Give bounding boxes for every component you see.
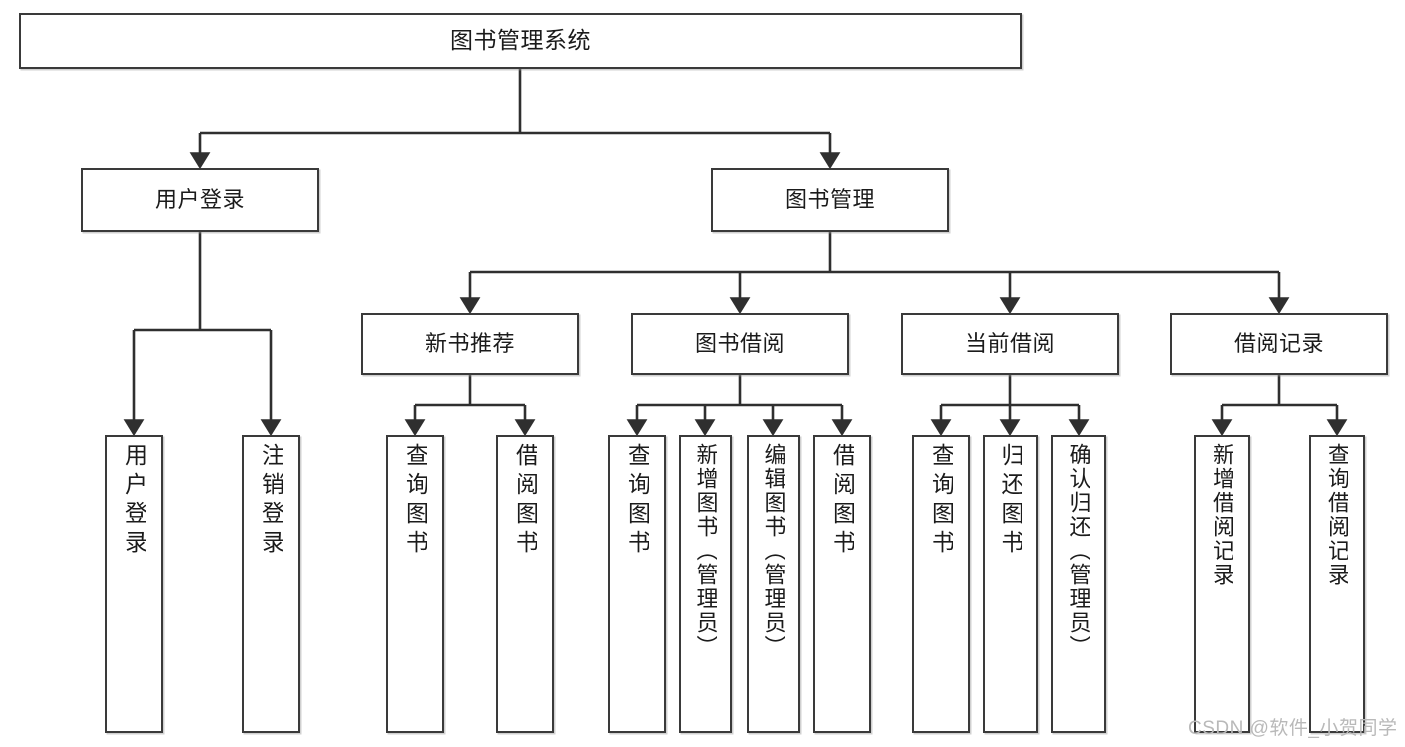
leaf-user-login-logout[interactable]: 注销登录	[242, 435, 300, 733]
leaf-book-borrow-query[interactable]: 查询图书	[608, 435, 666, 733]
leaf-book-borrow-add[interactable]: 新增图书（管理员）	[679, 435, 732, 733]
node-root-label: 图书管理系统	[450, 27, 591, 54]
leaf-user-login-login[interactable]: 用户登录	[105, 435, 163, 733]
node-current-borrow[interactable]: 当前借阅	[901, 313, 1119, 375]
node-borrow-record[interactable]: 借阅记录	[1170, 313, 1388, 375]
leaf-current-borrow-confirm-label: 确认归还（管理员）	[1067, 443, 1090, 659]
leaf-new-book-borrow[interactable]: 借阅图书	[496, 435, 554, 733]
leaf-book-borrow-edit-label: 编辑图书（管理员）	[762, 443, 785, 659]
leaf-book-borrow-edit[interactable]: 编辑图书（管理员）	[747, 435, 800, 733]
leaf-current-borrow-return-label: 归还图书	[999, 443, 1022, 559]
leaf-current-borrow-confirm[interactable]: 确认归还（管理员）	[1051, 435, 1106, 733]
leaf-borrow-record-add-label: 新增借阅记录	[1211, 443, 1233, 587]
leaf-new-book-borrow-label: 借阅图书	[513, 443, 537, 559]
leaf-user-login-login-label: 用户登录	[122, 443, 146, 559]
leaf-book-borrow-add-label: 新增图书（管理员）	[694, 443, 717, 659]
leaf-current-borrow-query-label: 查询图书	[929, 443, 953, 559]
leaf-user-login-logout-label: 注销登录	[259, 443, 283, 559]
node-user-login[interactable]: 用户登录	[81, 168, 319, 232]
leaf-new-book-query[interactable]: 查询图书	[386, 435, 444, 733]
node-root[interactable]: 图书管理系统	[19, 13, 1022, 69]
node-user-login-label: 用户登录	[154, 187, 245, 213]
node-book-manage[interactable]: 图书管理	[711, 168, 949, 232]
leaf-current-borrow-return[interactable]: 归还图书	[983, 435, 1038, 733]
leaf-borrow-record-add[interactable]: 新增借阅记录	[1194, 435, 1250, 733]
node-new-book-label: 新书推荐	[424, 331, 515, 357]
watermark: CSDN @软件_小贺同学	[1188, 718, 1398, 739]
leaf-book-borrow-query-label: 查询图书	[625, 443, 649, 559]
node-book-borrow-label: 图书借阅	[694, 331, 785, 357]
leaf-borrow-record-query-label: 查询借阅记录	[1326, 443, 1348, 587]
leaf-current-borrow-query[interactable]: 查询图书	[912, 435, 970, 733]
node-new-book[interactable]: 新书推荐	[361, 313, 579, 375]
leaf-book-borrow-borrow[interactable]: 借阅图书	[813, 435, 871, 733]
leaf-new-book-query-label: 查询图书	[403, 443, 427, 559]
node-book-borrow[interactable]: 图书借阅	[631, 313, 849, 375]
leaf-book-borrow-borrow-label: 借阅图书	[830, 443, 854, 559]
node-book-manage-label: 图书管理	[784, 187, 875, 213]
leaf-borrow-record-query[interactable]: 查询借阅记录	[1309, 435, 1365, 733]
node-current-borrow-label: 当前借阅	[964, 331, 1055, 357]
node-borrow-record-label: 借阅记录	[1233, 331, 1324, 357]
